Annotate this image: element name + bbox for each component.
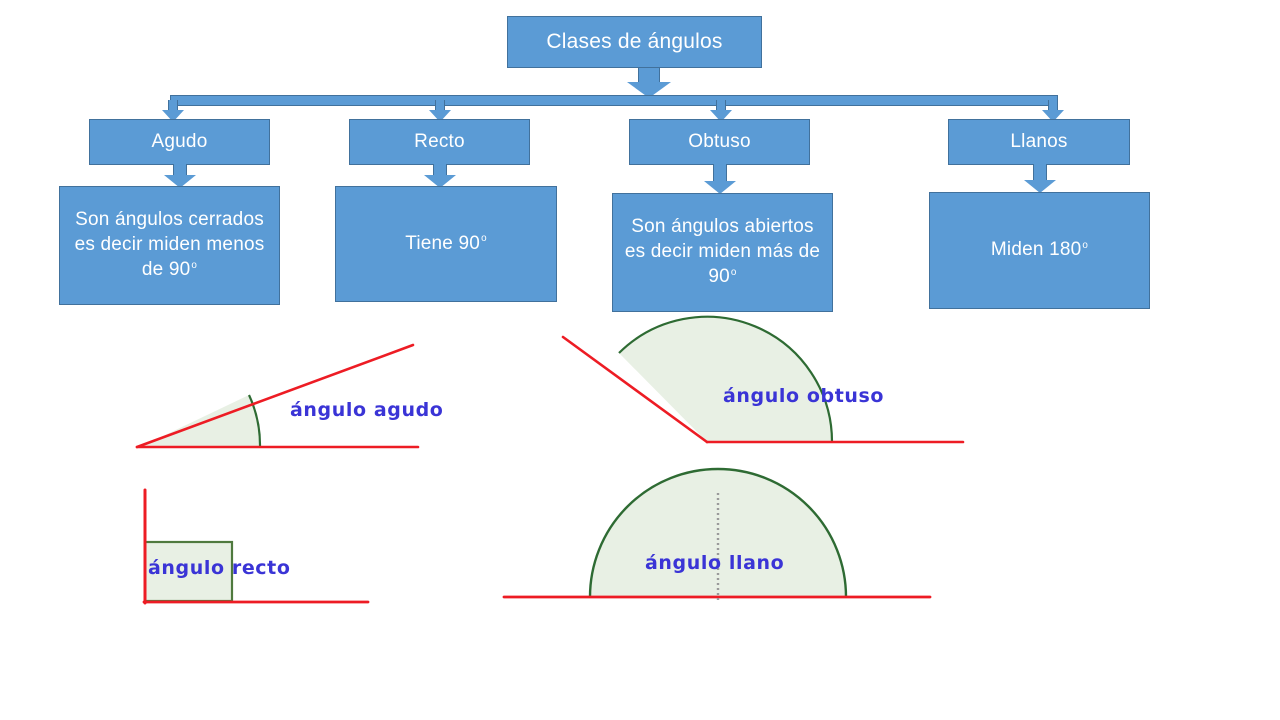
connector-horizontal-bar bbox=[170, 95, 1058, 106]
description-body-recto: Tiene 90 bbox=[405, 232, 481, 254]
description-text-recto: Tiene 90o bbox=[405, 232, 487, 257]
connector-arrow-root bbox=[627, 68, 671, 98]
illustration-obtuse-angle: ángulo obtuso bbox=[545, 315, 975, 455]
category-node-agudo[interactable]: Agudo bbox=[89, 119, 270, 165]
category-label-llanos: Llanos bbox=[1010, 130, 1068, 152]
acute-angle-arc bbox=[248, 394, 262, 448]
description-node-recto[interactable]: Tiene 90o bbox=[335, 186, 557, 302]
right-angle-label: ángulo recto bbox=[148, 557, 291, 579]
description-text-llanos: Miden 180o bbox=[991, 238, 1088, 263]
obtuse-angle-inclined-ray bbox=[561, 335, 709, 444]
connector-arrow-llanos-desc bbox=[1024, 164, 1056, 193]
description-node-obtuso[interactable]: Son ángulos abiertos es decir miden más … bbox=[612, 193, 833, 312]
acute-angle-inclined-ray bbox=[135, 343, 415, 449]
description-node-llanos[interactable]: Miden 180o bbox=[929, 192, 1150, 309]
description-body-obtuso: Son ángulos abiertos es decir miden más … bbox=[624, 216, 821, 287]
category-label-recto: Recto bbox=[414, 130, 465, 152]
degree-symbol-recto: o bbox=[481, 233, 487, 245]
description-text-agudo: Son ángulos cerrados es decir miden meno… bbox=[68, 208, 271, 282]
obtuse-angle-arc bbox=[618, 315, 834, 443]
description-body-llanos: Miden 180 bbox=[990, 239, 1082, 261]
root-node-label: Clases de ángulos bbox=[546, 30, 723, 54]
acute-angle-label: ángulo agudo bbox=[290, 399, 443, 421]
obtuse-angle-sector-fill bbox=[619, 316, 833, 442]
category-node-recto[interactable]: Recto bbox=[349, 119, 530, 165]
description-text-obtuso: Son ángulos abiertos es decir miden más … bbox=[621, 215, 824, 289]
degree-symbol-llanos: o bbox=[1082, 239, 1089, 251]
category-label-agudo: Agudo bbox=[151, 130, 208, 152]
description-node-agudo[interactable]: Son ángulos cerrados es decir miden meno… bbox=[59, 186, 280, 305]
degree-symbol-obtuso: o bbox=[730, 266, 737, 278]
illustration-acute-angle: ángulo agudo bbox=[125, 330, 485, 460]
illustration-straight-angle: ángulo llano bbox=[490, 467, 950, 610]
straight-angle-arc bbox=[588, 467, 848, 598]
connector-arrow-recto-desc bbox=[424, 164, 456, 188]
category-node-llanos[interactable]: Llanos bbox=[948, 119, 1130, 165]
obtuse-angle-label: ángulo obtuso bbox=[723, 385, 884, 407]
illustration-right-angle: ángulo recto bbox=[135, 485, 385, 610]
category-node-obtuso[interactable]: Obtuso bbox=[629, 119, 810, 165]
category-label-obtuso: Obtuso bbox=[688, 130, 751, 152]
root-node-clases-de-angulos[interactable]: Clases de ángulos bbox=[507, 16, 762, 68]
connector-arrow-agudo-desc bbox=[164, 164, 196, 188]
description-body-agudo: Son ángulos cerrados es decir miden meno… bbox=[74, 209, 265, 280]
degree-symbol-agudo: o bbox=[191, 259, 198, 271]
straight-angle-label: ángulo llano bbox=[645, 552, 784, 574]
connector-arrow-obtuso-desc bbox=[704, 164, 736, 194]
